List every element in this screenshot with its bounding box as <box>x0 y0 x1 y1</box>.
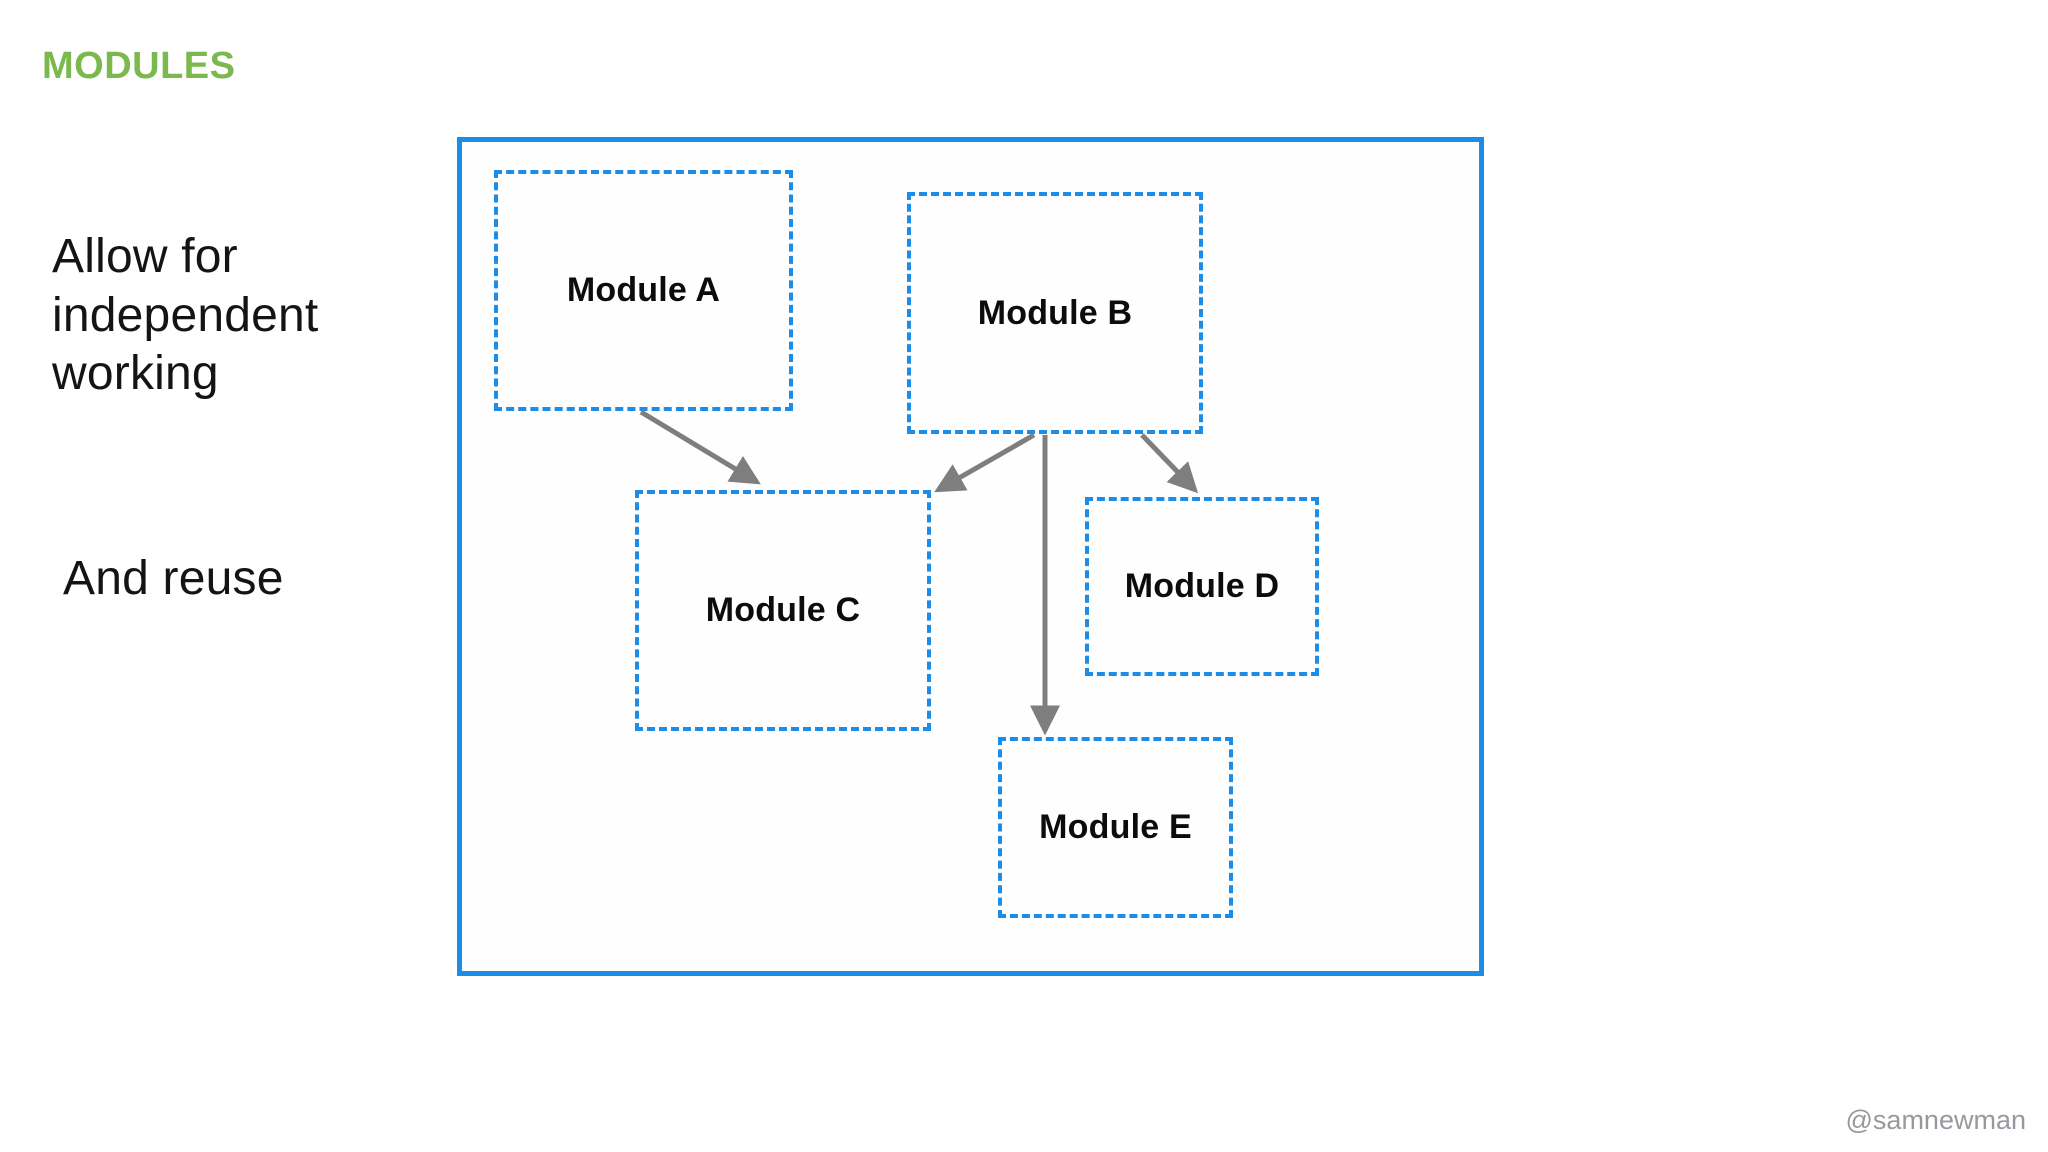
module-box-a: Module A <box>494 170 793 411</box>
attribution-handle: @samnewman <box>1845 1105 2026 1135</box>
slide-title: MODULES <box>42 45 236 87</box>
module-e-label: Module E <box>1039 808 1192 846</box>
module-c-label: Module C <box>705 591 861 629</box>
module-b-label: Module B <box>977 293 1133 332</box>
module-d-label: Module D <box>1124 567 1280 605</box>
module-a-label: Module A <box>566 271 721 309</box>
module-box-d: Module D <box>1085 497 1319 676</box>
module-box-e: Module E <box>998 737 1233 918</box>
diagram-frame <box>457 137 1484 976</box>
module-box-b: Module B <box>907 192 1203 434</box>
note-independent-working: Allow for independent working <box>52 230 319 401</box>
note-and-reuse: And reuse <box>63 552 284 605</box>
module-box-c: Module C <box>635 490 931 731</box>
